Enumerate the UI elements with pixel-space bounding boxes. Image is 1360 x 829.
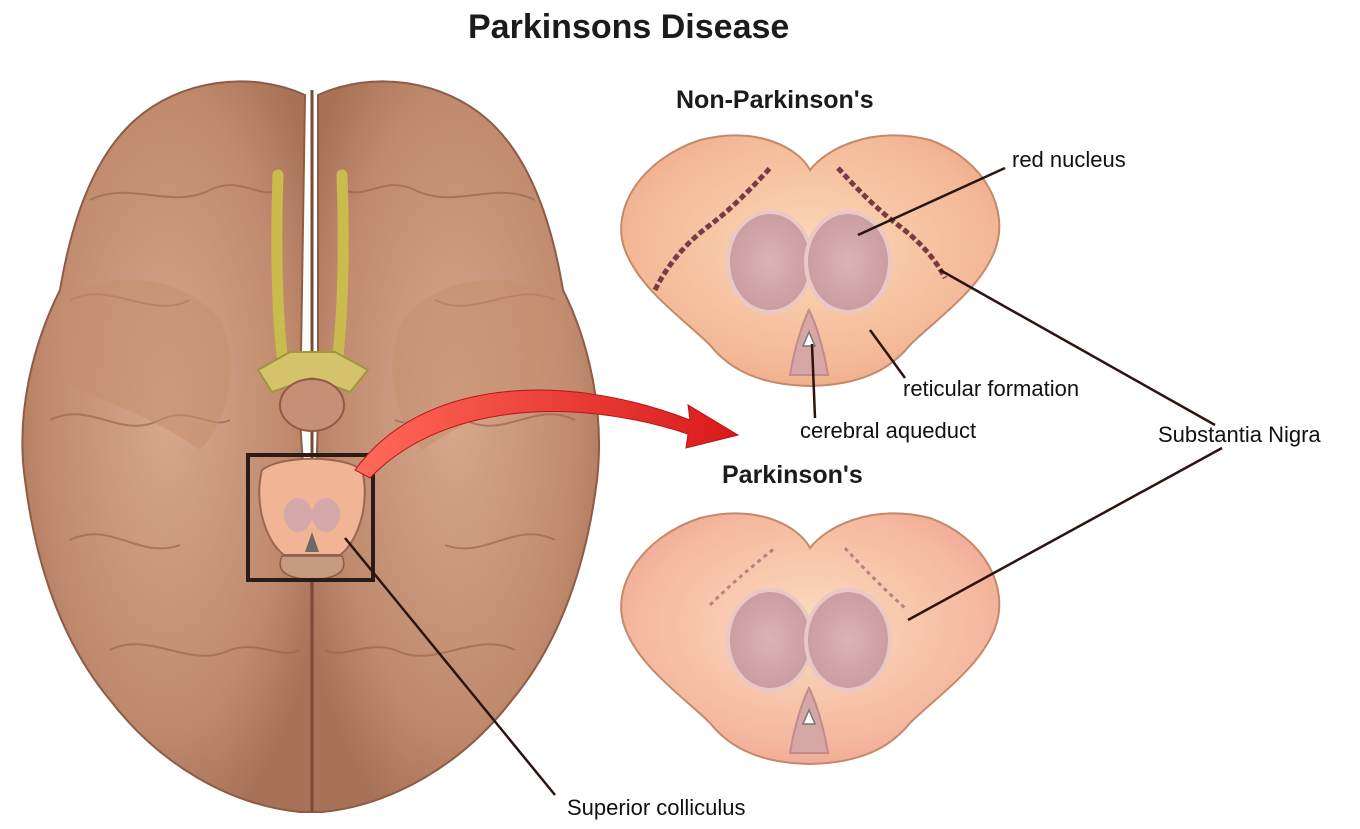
section-non-parkinsons <box>621 135 999 386</box>
right-hemisphere <box>312 81 599 812</box>
label-reticular-formation: reticular formation <box>903 376 1079 402</box>
olfactory-tract-right <box>338 175 343 355</box>
olfactory-tract-left <box>277 175 282 355</box>
label-cerebral-aqueduct: cerebral aqueduct <box>800 418 976 444</box>
red-nucleus-left-normal <box>728 212 812 312</box>
left-hemisphere <box>22 81 312 812</box>
label-substantia-nigra: Substantia Nigra <box>1158 422 1321 448</box>
heading-non-parkinsons: Non-Parkinson's <box>676 86 874 115</box>
label-red-nucleus: red nucleus <box>1012 147 1126 173</box>
label-superior-colliculus: Superior colliculus <box>567 795 746 821</box>
brain-illustration <box>22 81 599 812</box>
page-title: Parkinsons Disease <box>468 8 789 47</box>
section-parkinsons <box>621 513 999 764</box>
heading-parkinsons: Parkinson's <box>722 461 863 490</box>
